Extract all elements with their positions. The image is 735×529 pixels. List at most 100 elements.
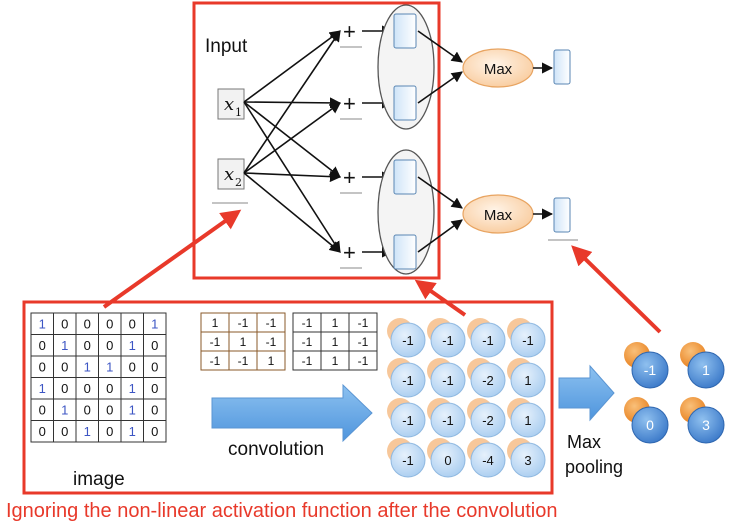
image-value: 1 (151, 316, 158, 331)
feature-map-node (430, 402, 466, 438)
feature-map-node (390, 322, 426, 358)
feature-map-value: 3 (524, 453, 531, 468)
group-ellipse-bottom (377, 149, 435, 275)
feature-map-node (470, 322, 506, 358)
image-value: 1 (129, 424, 136, 439)
convolution-arrow (211, 383, 373, 443)
filter-2-value: -1 (302, 354, 313, 368)
max-pooling-arrow (558, 364, 615, 422)
pooled-node (631, 406, 669, 444)
filter-1-value: -1 (210, 354, 221, 368)
feature-map-node (430, 322, 466, 358)
image-value: 0 (106, 316, 113, 331)
feature-map-node (430, 362, 466, 398)
image-value: 0 (61, 316, 68, 331)
image-value: 0 (151, 359, 158, 374)
max-pooling-label-2: pooling (565, 457, 623, 477)
input-node-x2 (217, 158, 245, 190)
image-value: 0 (61, 381, 68, 396)
filter-1-value: -1 (266, 316, 277, 330)
image-value: 1 (129, 338, 136, 353)
plus-node-4: + (343, 240, 356, 265)
image-value: 0 (151, 402, 158, 417)
input-label: Input (205, 36, 248, 57)
convolution-box (22, 300, 554, 495)
max-output-top (553, 49, 571, 85)
filter-2-value: -1 (358, 354, 369, 368)
image-value: 1 (61, 338, 68, 353)
feature-map-value: -1 (402, 333, 414, 348)
filter-2-value: 1 (332, 354, 339, 368)
feature-map-value: -1 (522, 333, 534, 348)
feature-map-node (510, 442, 546, 478)
pooled-node (687, 406, 725, 444)
image-value: 0 (151, 381, 158, 396)
image-value: 1 (84, 424, 91, 439)
pooled-value: 0 (646, 417, 654, 433)
pooled-value: -1 (644, 362, 657, 378)
image-value: 1 (39, 381, 46, 396)
feature-map-value: -2 (482, 413, 494, 428)
image-value: 0 (129, 359, 136, 374)
image-value: 0 (61, 359, 68, 374)
feature-map-node (470, 442, 506, 478)
filter-1-value: 1 (212, 316, 219, 330)
input-x1-label: x (224, 94, 234, 115)
image-value: 0 (84, 338, 91, 353)
image-value: 0 (39, 424, 46, 439)
image-value: 1 (61, 402, 68, 417)
plus-node-1: + (343, 19, 356, 44)
feature-map-value: -1 (402, 453, 414, 468)
image-value: 1 (84, 359, 91, 374)
filter-1-cell (256, 350, 286, 371)
group-ellipse-top (377, 4, 435, 130)
feature-map-value: -4 (482, 453, 494, 468)
pooled-value: 1 (702, 362, 710, 378)
feature-map-node (470, 362, 506, 398)
image-value: 0 (39, 402, 46, 417)
image-label: image (73, 469, 125, 490)
input-x1-subscript: 1 (235, 106, 242, 119)
caption: Ignoring the non-linear activation funct… (6, 500, 558, 522)
filter-1-value: -1 (238, 354, 249, 368)
input-node-x1 (217, 88, 245, 120)
image-value: 0 (106, 402, 113, 417)
max-output-bottom (553, 197, 571, 233)
feature-map-value: -1 (402, 373, 414, 388)
plus-node-3: + (343, 165, 356, 190)
feature-map-node (510, 322, 546, 358)
neuron-columns (393, 13, 417, 270)
filter-2-value: -1 (358, 316, 369, 330)
filter-2-value: -1 (302, 316, 313, 330)
image-value: 0 (106, 424, 113, 439)
convolution-label: convolution (228, 439, 324, 460)
feature-map-node (510, 362, 546, 398)
feature-map-value: -1 (442, 413, 454, 428)
image-value: 1 (129, 402, 136, 417)
image-value: 0 (39, 359, 46, 374)
feature-map-node (510, 402, 546, 438)
feature-map-value: -2 (482, 373, 494, 388)
feature-map-value: -1 (402, 413, 414, 428)
filter-1-value: -1 (210, 335, 221, 349)
filter-1-value: 1 (268, 354, 275, 368)
feature-map-node (470, 402, 506, 438)
image-value: 0 (84, 316, 91, 331)
filter-2-value: -1 (358, 335, 369, 349)
image-value: 0 (151, 424, 158, 439)
filter-2-value: -1 (302, 335, 313, 349)
feature-map-value: -1 (482, 333, 494, 348)
feature-map-value: 0 (444, 453, 451, 468)
filter-2-value: 1 (332, 316, 339, 330)
network-box (192, 1, 441, 280)
image-cell (143, 420, 167, 443)
filter-2-cell (348, 350, 378, 371)
feature-map-value: -1 (442, 333, 454, 348)
feature-map-node (390, 362, 426, 398)
feature-map-node (390, 402, 426, 438)
image-value: 0 (84, 381, 91, 396)
